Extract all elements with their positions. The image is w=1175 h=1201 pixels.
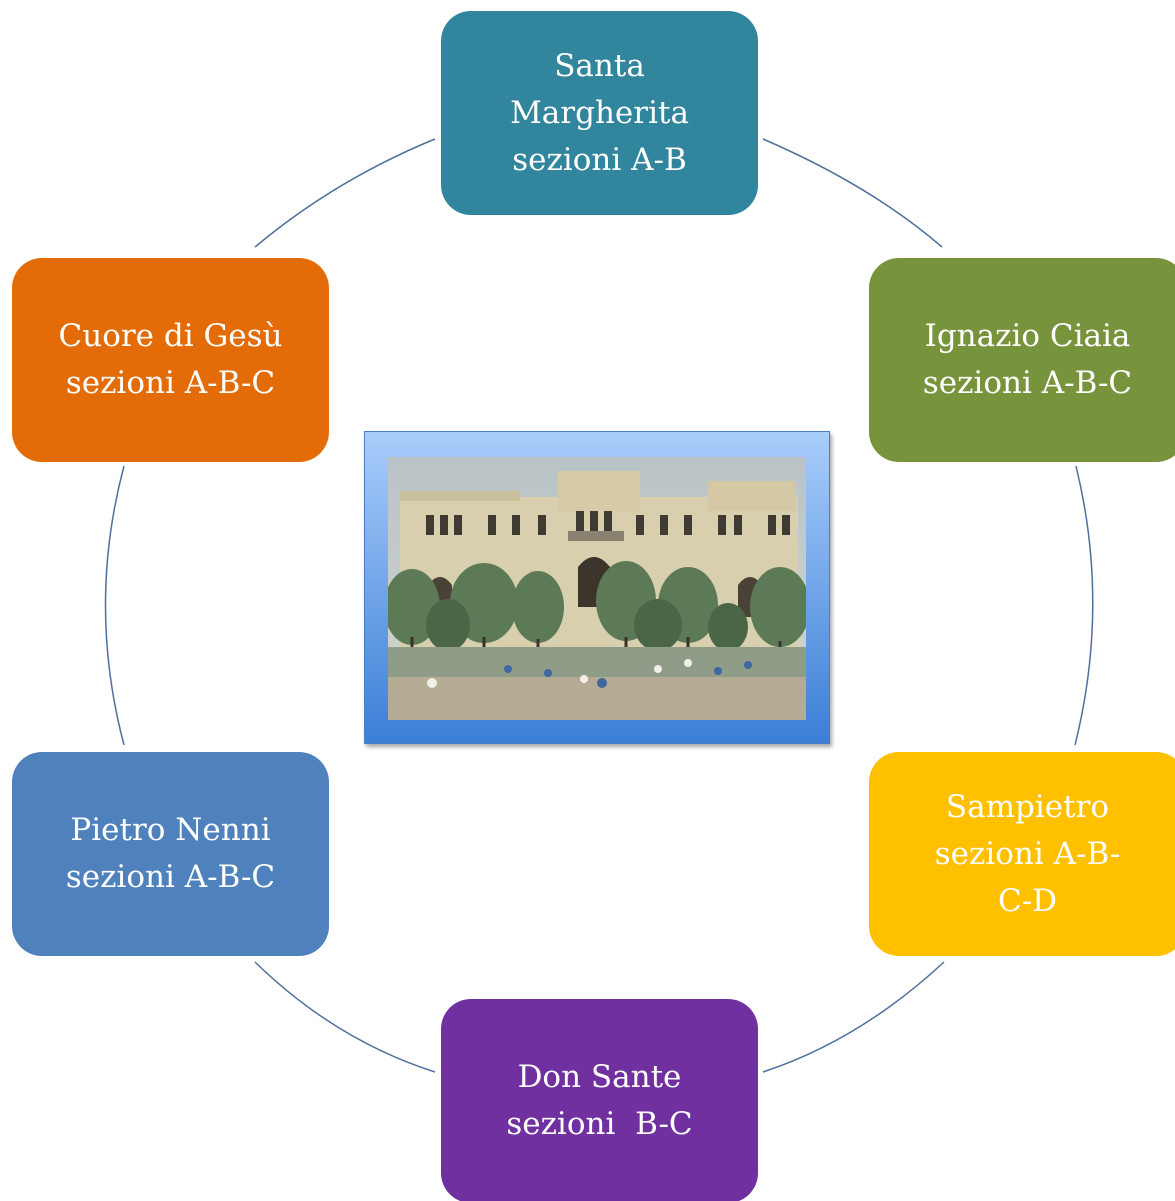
node-line: sezioni A-B-C <box>65 859 276 895</box>
connector-right-upper-to-right-lower <box>1074 465 1094 746</box>
node-don-sante: Don Sante sezioni B-C <box>441 999 758 1201</box>
node-line: sezioni A-B- <box>934 835 1121 872</box>
node-line: sezioni A-B-C <box>922 365 1133 401</box>
connector-left-lower-to-left-upper <box>104 465 125 746</box>
node-line: Don Sante <box>517 1059 682 1095</box>
node-line: Ignazio Ciaia <box>924 318 1131 354</box>
connector-bottom-to-left-lower <box>254 961 436 1073</box>
node-line: Margherita <box>510 94 689 131</box>
school-painting <box>388 457 806 720</box>
node-pietro-nenni: Pietro Nenni sezioni A-B-C <box>12 752 329 956</box>
node-line: sezioni A-B <box>512 141 687 178</box>
node-line: Sampietro <box>945 788 1110 825</box>
node-line: C-D <box>997 882 1058 919</box>
node-santa-margherita: Santa Margherita sezioni A-B <box>441 11 758 215</box>
center-picture-frame <box>364 431 830 744</box>
node-cuore-di-gesu: Cuore di Gesù sezioni A-B-C <box>12 258 329 462</box>
node-line: sezioni B-C <box>506 1106 693 1142</box>
node-line: Cuore di Gesù <box>58 318 283 354</box>
school-building-image <box>388 457 806 720</box>
node-ignazio-ciaia: Ignazio Ciaia sezioni A-B-C <box>869 258 1175 462</box>
connector-left-upper-to-top <box>254 138 436 248</box>
node-sampietro: Sampietro sezioni A-B- C-D <box>869 752 1175 956</box>
node-line: Pietro Nenni <box>70 812 271 848</box>
connector-right-lower-to-bottom <box>762 961 945 1073</box>
connector-top-to-right-upper <box>762 138 943 248</box>
node-line: Santa <box>554 47 645 84</box>
node-line: sezioni A-B-C <box>65 365 276 401</box>
